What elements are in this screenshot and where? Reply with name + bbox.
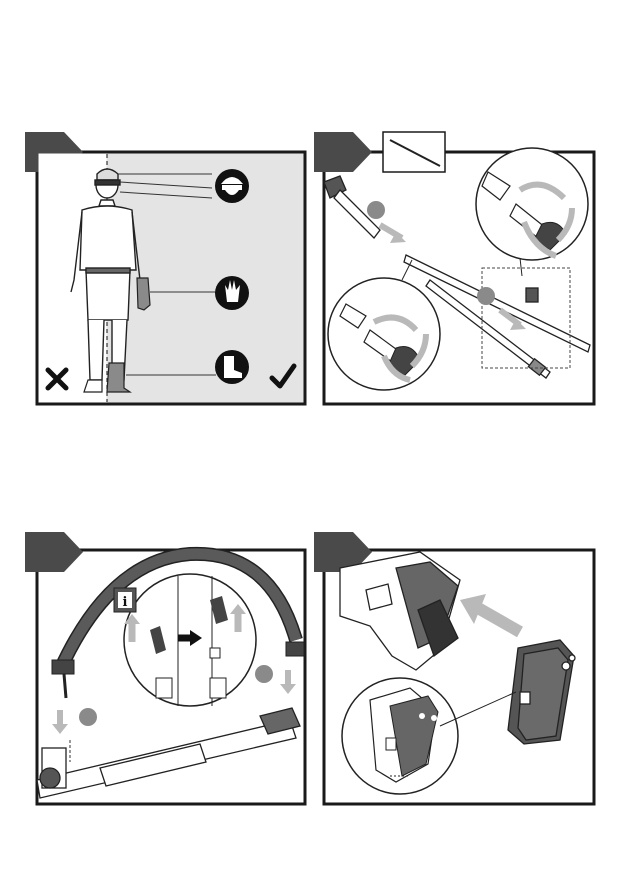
step-marker-c	[477, 287, 495, 305]
detail-magnifier-bottom	[328, 278, 440, 390]
gloves-icon	[215, 276, 249, 310]
info-icon: i	[114, 588, 136, 612]
glove	[137, 278, 150, 310]
helmet-goggles-icon	[215, 169, 249, 203]
step-marker-a	[79, 708, 97, 726]
panel-protective-equipment	[20, 130, 310, 408]
boots-icon	[215, 350, 249, 384]
panel-assemble-shaft	[310, 130, 600, 408]
info-label: i	[123, 595, 128, 610]
panel-attach-shoulder-strap: i	[20, 530, 310, 808]
detail-magnifier-top	[476, 148, 588, 260]
detail-magnifier-battery	[342, 678, 458, 794]
step-marker-b	[255, 665, 273, 683]
panel-insert-battery	[310, 530, 600, 808]
step-marker-a	[367, 201, 385, 219]
detail-magnifier-strap	[124, 574, 256, 706]
